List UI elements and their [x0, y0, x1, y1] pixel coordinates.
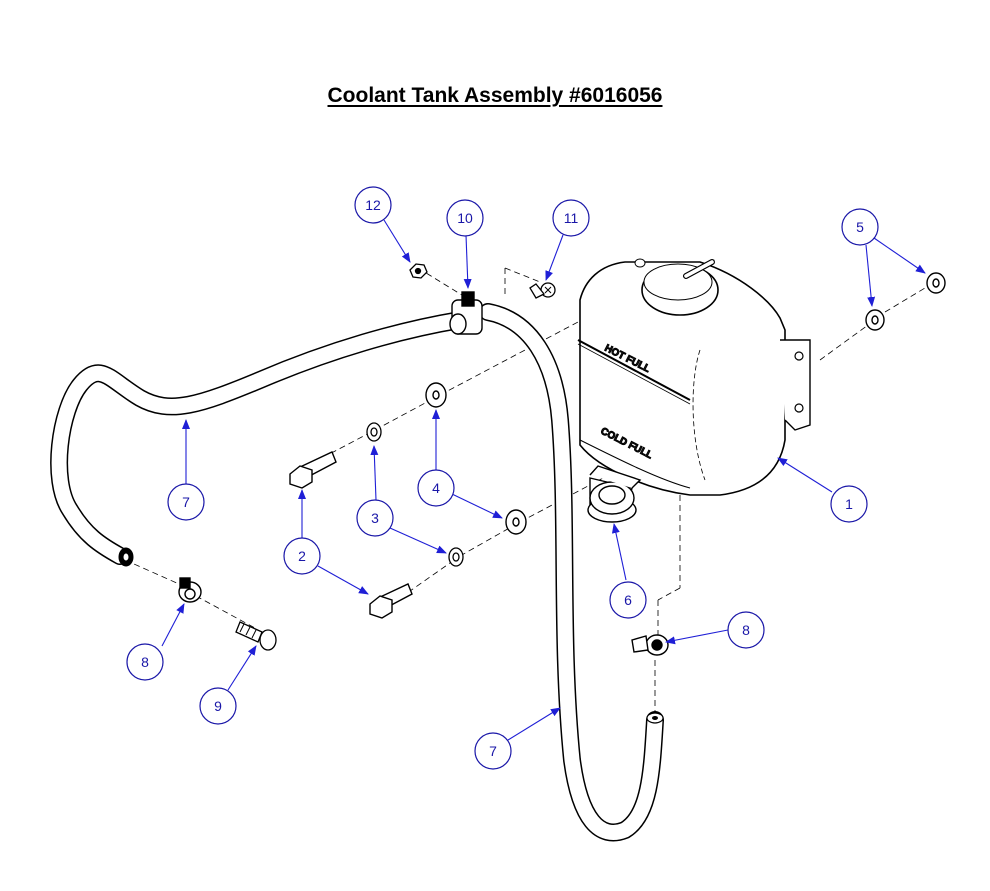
tank-grommet [587, 465, 642, 523]
callout-11: 11 [552, 199, 590, 237]
callout-7-bottom: 7 [474, 732, 512, 770]
svg-text:5: 5 [856, 219, 864, 235]
callout-6: 6 [609, 581, 647, 619]
coolant-tank: HOT FULL COLD FULL [577, 258, 811, 496]
callout-2: 2 [283, 537, 321, 575]
barb-fitting [235, 621, 277, 651]
callout-leaders [161, 219, 926, 741]
svg-text:10: 10 [457, 210, 473, 226]
svg-text:1: 1 [845, 496, 853, 512]
svg-text:7: 7 [489, 743, 497, 759]
washers-right [865, 272, 946, 331]
svg-text:4: 4 [432, 480, 440, 496]
svg-text:7: 7 [182, 494, 190, 510]
callout-9: 9 [199, 687, 237, 725]
svg-text:11: 11 [564, 210, 579, 226]
svg-text:9: 9 [214, 698, 222, 714]
svg-text:3: 3 [371, 510, 379, 526]
hose-clamp-left [178, 577, 202, 603]
hose-right [479, 303, 664, 842]
hose-clamp-top [449, 291, 483, 335]
screw [529, 282, 556, 299]
callout-12: 12 [354, 186, 392, 224]
hose-left [50, 311, 469, 567]
callout-8-right: 8 [727, 611, 765, 649]
callout-balloons: 12 10 11 5 4 3 [126, 186, 879, 770]
lock-washers [366, 422, 464, 567]
svg-text:6: 6 [624, 592, 632, 608]
svg-text:8: 8 [742, 622, 750, 638]
callout-1: 1 [830, 485, 868, 523]
bolts [289, 451, 413, 619]
nut [409, 263, 428, 279]
callout-10: 10 [446, 199, 484, 237]
svg-text:8: 8 [141, 654, 149, 670]
callout-3: 3 [356, 499, 394, 537]
flat-washers [425, 382, 527, 535]
callout-5: 5 [841, 208, 879, 246]
callout-4: 4 [417, 469, 455, 507]
hose-clamp-right [631, 634, 669, 656]
svg-text:2: 2 [298, 548, 306, 564]
callout-7-left: 7 [167, 483, 205, 521]
svg-text:12: 12 [365, 197, 381, 213]
diagram-title: Coolant Tank Assembly #6016056 [327, 84, 663, 107]
callout-8-left: 8 [126, 643, 164, 681]
